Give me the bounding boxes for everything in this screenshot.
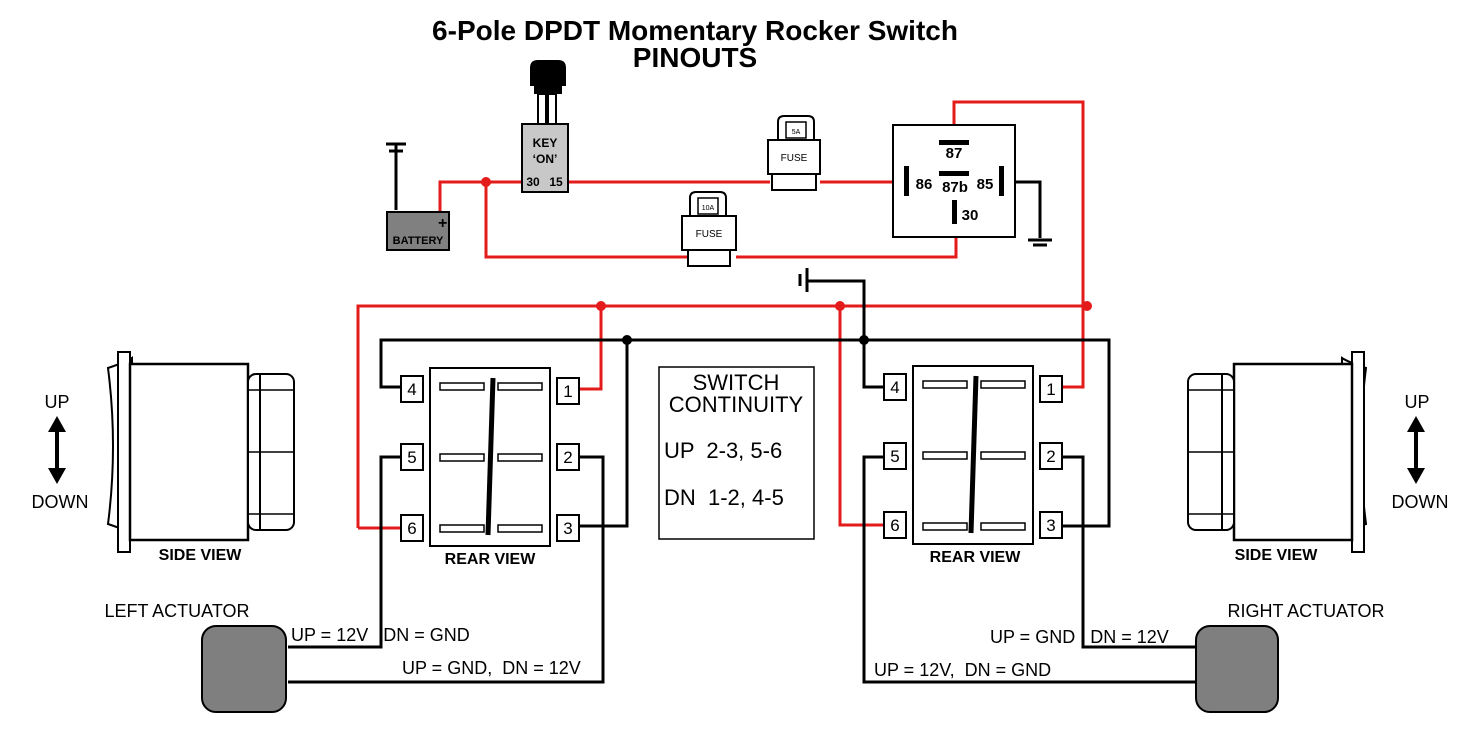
fuse-10a-rating: 10A (702, 205, 715, 212)
left-arrow-up-icon (48, 416, 66, 432)
battery-plus: + (438, 215, 447, 232)
left-pin-1: 1 (563, 382, 572, 401)
relay-pin-86: 86 (916, 176, 933, 193)
left-down-label: DOWN (32, 492, 89, 512)
relay-pin86-bar (904, 166, 909, 196)
left-side-view-caption: SIDE VIEW (159, 547, 243, 564)
wire-right-pin2-actuator (1062, 455, 1196, 649)
wire-left-pin2-actuator (288, 455, 605, 684)
relay-pin87-bar (939, 140, 969, 145)
continuity-dn: DN 1-2, 4-5 (664, 485, 784, 510)
right-arrow-down-icon (1407, 468, 1425, 484)
key-pin-30: 30 (526, 175, 540, 189)
continuity-box: SWITCH CONTINUITY UP 2-3, 5-6 DN 1-2, 4-… (658, 366, 815, 540)
relay-pin30-bar (952, 200, 957, 224)
left-actuator-wire1: UP = 12V DN = GND (291, 625, 470, 645)
left-side-view: SIDE VIEW UP DOWN (32, 351, 295, 564)
relay-pin87b-bar (939, 171, 969, 176)
fuse-5a-rating: 5A (792, 129, 801, 136)
left-pin-5: 5 (407, 448, 416, 467)
right-actuator-label: RIGHT ACTUATOR (1227, 601, 1384, 621)
red-junctions (481, 177, 1092, 311)
title-line1: 6-Pole DPDT Momentary Rocker Switch (432, 15, 958, 46)
fuse-10a: 10A FUSE (681, 191, 737, 267)
wire-right-pin6 (838, 306, 884, 527)
left-arrow-down-icon (48, 468, 66, 484)
left-actuator-wire2: UP = GND, DN = 12V (402, 658, 581, 678)
relay: 87 86 87b 85 30 (892, 124, 1016, 238)
ground-wires (288, 180, 1196, 684)
title-line2: PINOUTS (633, 42, 757, 73)
battery-label: BATTERY (393, 235, 444, 247)
right-pin-3: 3 (1046, 516, 1055, 535)
relay-pin-87b: 87b (942, 179, 968, 196)
continuity-title-1: SWITCH (693, 370, 780, 395)
key-label-1: KEY (533, 136, 558, 150)
continuity-up: UP 2-3, 5-6 (664, 438, 782, 463)
right-rear-view-caption: REAR VIEW (930, 549, 1022, 566)
key-label-2: ‘ON’ (533, 152, 558, 166)
left-pin-6: 6 (407, 519, 416, 538)
relay-pin-87: 87 (946, 145, 963, 162)
left-rear-view-caption: REAR VIEW (445, 551, 537, 568)
left-up-label: UP (44, 392, 69, 412)
left-pin-4: 4 (407, 380, 416, 399)
right-arrow-up-icon (1407, 416, 1425, 432)
right-pin-4: 4 (890, 378, 899, 397)
battery: + BATTERY (386, 142, 450, 251)
right-pin-6: 6 (890, 516, 899, 535)
right-pin-2: 2 (1046, 447, 1055, 466)
wire-battery-key (438, 180, 522, 212)
wire-left-pin3 (580, 340, 629, 528)
right-pin-5: 5 (890, 447, 899, 466)
right-down-label: DOWN (1392, 492, 1449, 512)
relay-pin-30: 30 (962, 207, 979, 224)
right-rear-switch: 1 2 3 4 5 6 REAR VIEW (883, 365, 1063, 566)
left-pin-3: 3 (563, 519, 572, 538)
wire-left-pin1 (580, 306, 603, 391)
right-pin-1: 1 (1046, 380, 1055, 399)
right-side-view: SIDE VIEW UP DOWN (1187, 351, 1449, 564)
wire-junction-fuse10a (484, 182, 690, 259)
fuse-5a: 5A FUSE (767, 115, 821, 191)
right-side-view-caption: SIDE VIEW (1235, 547, 1319, 564)
left-actuator: LEFT ACTUATOR UP = 12V DN = GND UP = GND… (104, 601, 581, 713)
right-actuator-wire1: UP = GND DN = 12V (990, 627, 1169, 647)
right-actuator: RIGHT ACTUATOR UP = GND DN = 12V UP = 12… (874, 601, 1385, 713)
key-switch: KEY ‘ON’ 30 15 (521, 60, 569, 193)
black-junctions (622, 335, 869, 345)
left-actuator-label: LEFT ACTUATOR (104, 601, 249, 621)
fuse-5a-label: FUSE (781, 153, 808, 164)
wire-relay87-right-pin1 (952, 100, 1085, 389)
right-up-label: UP (1404, 392, 1429, 412)
wire-ground-feed (807, 279, 866, 340)
wire-left-pin5-actuator (288, 455, 401, 649)
relay-pin-85: 85 (977, 176, 994, 193)
fuse-10a-label: FUSE (696, 229, 723, 240)
key-pin-15: 15 (549, 175, 563, 189)
left-pin-2: 2 (563, 448, 572, 467)
left-rear-switch: 1 2 3 4 5 6 REAR VIEW (400, 367, 580, 568)
key-head (530, 60, 566, 86)
wire-right-pin5-actuator (862, 455, 1196, 684)
wire-black-bus (379, 338, 1111, 528)
right-actuator-wire2: UP = 12V, DN = GND (874, 660, 1051, 680)
wire-right-pin4 (862, 340, 884, 389)
continuity-title-2: CONTINUITY (669, 392, 804, 417)
relay-pin85-bar (999, 166, 1004, 196)
